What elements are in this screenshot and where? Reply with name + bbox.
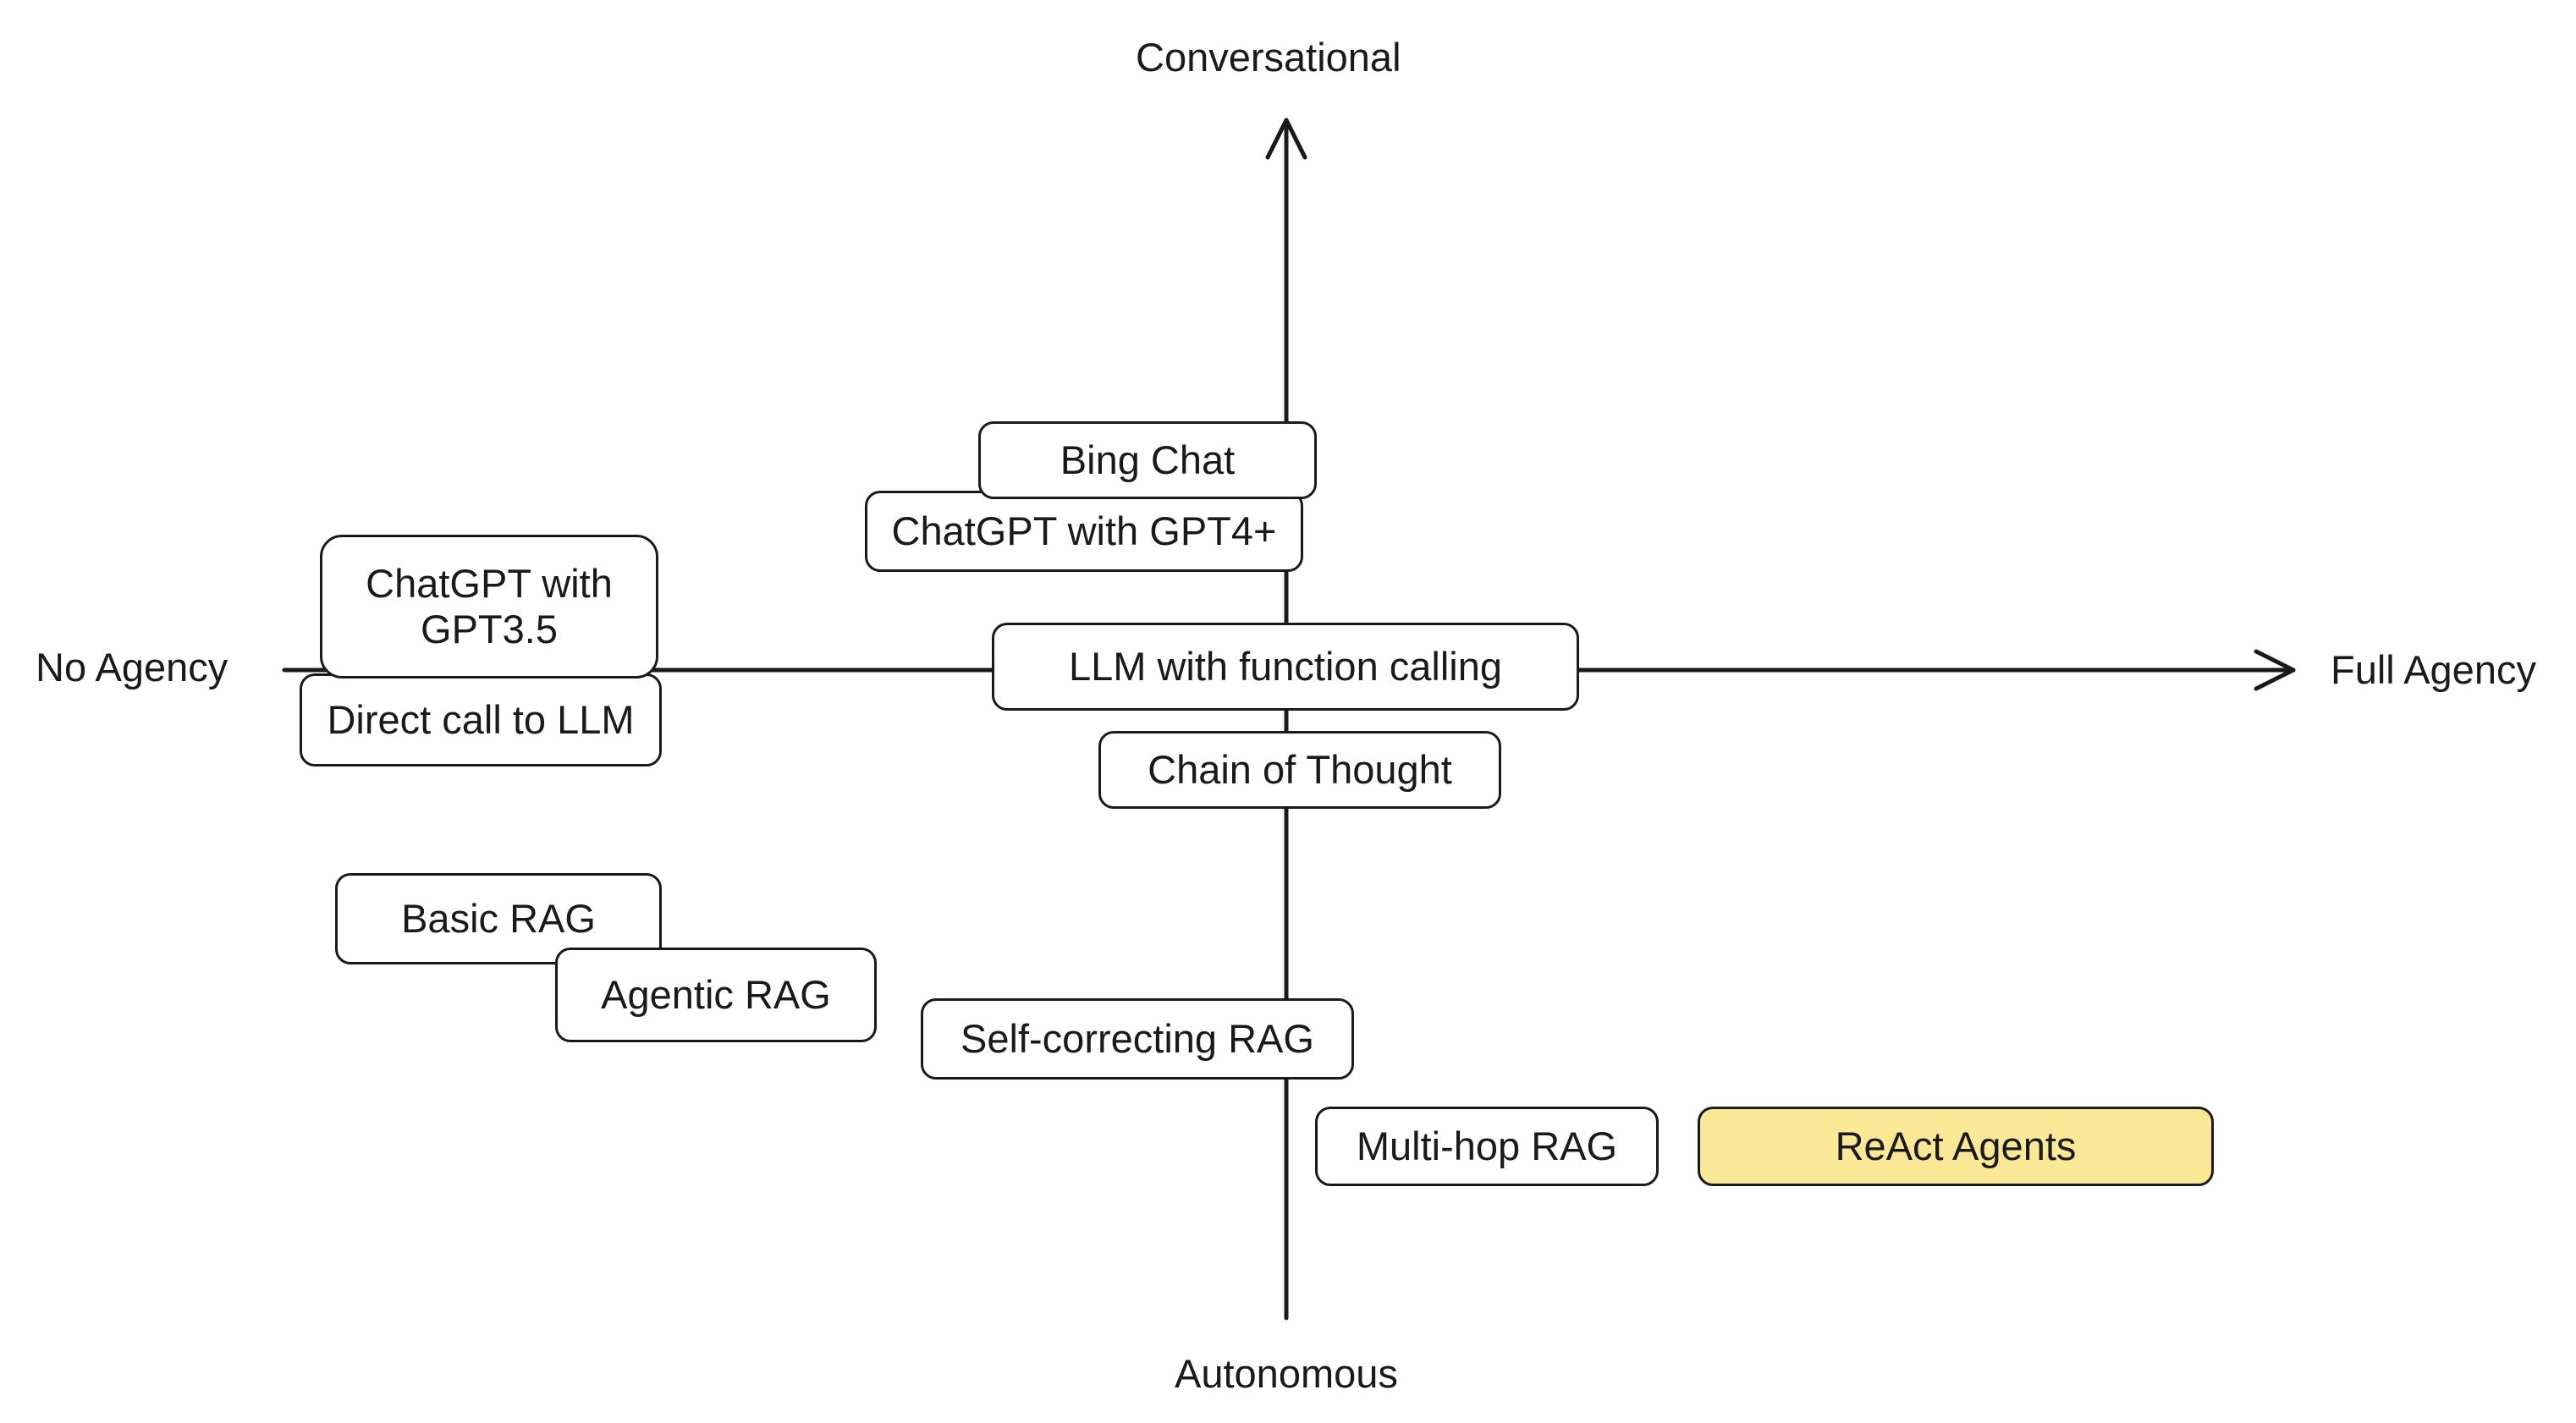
right-arrowhead (2254, 649, 2296, 691)
node-chatgpt-gpt4: ChatGPT with GPT4+ (865, 491, 1303, 572)
node-chatgpt-gpt35: ChatGPT with GPT3.5 (320, 535, 658, 679)
node-self-correcting-rag: Self-correcting RAG (921, 998, 1354, 1080)
up-arrowhead (1265, 118, 1307, 160)
axis-label-full-agency: Full Agency (2331, 647, 2536, 692)
node-direct-call-to-llm: Direct call to LLM (300, 673, 662, 766)
node-chain-of-thought: Chain of Thought (1098, 731, 1501, 809)
node-llm-with-function-calling: LLM with function calling (992, 623, 1579, 711)
axis-label-conversational: Conversational (1136, 35, 1401, 80)
axis-label-autonomous: Autonomous (1175, 1351, 1398, 1396)
axis-label-no-agency: No Agency (36, 645, 228, 690)
node-multi-hop-rag: Multi-hop RAG (1315, 1107, 1659, 1186)
node-agentic-rag: Agentic RAG (555, 948, 877, 1042)
node-bing-chat: Bing Chat (978, 421, 1317, 499)
node-basic-rag: Basic RAG (335, 873, 662, 964)
node-react-agents: ReAct Agents (1698, 1107, 2214, 1186)
